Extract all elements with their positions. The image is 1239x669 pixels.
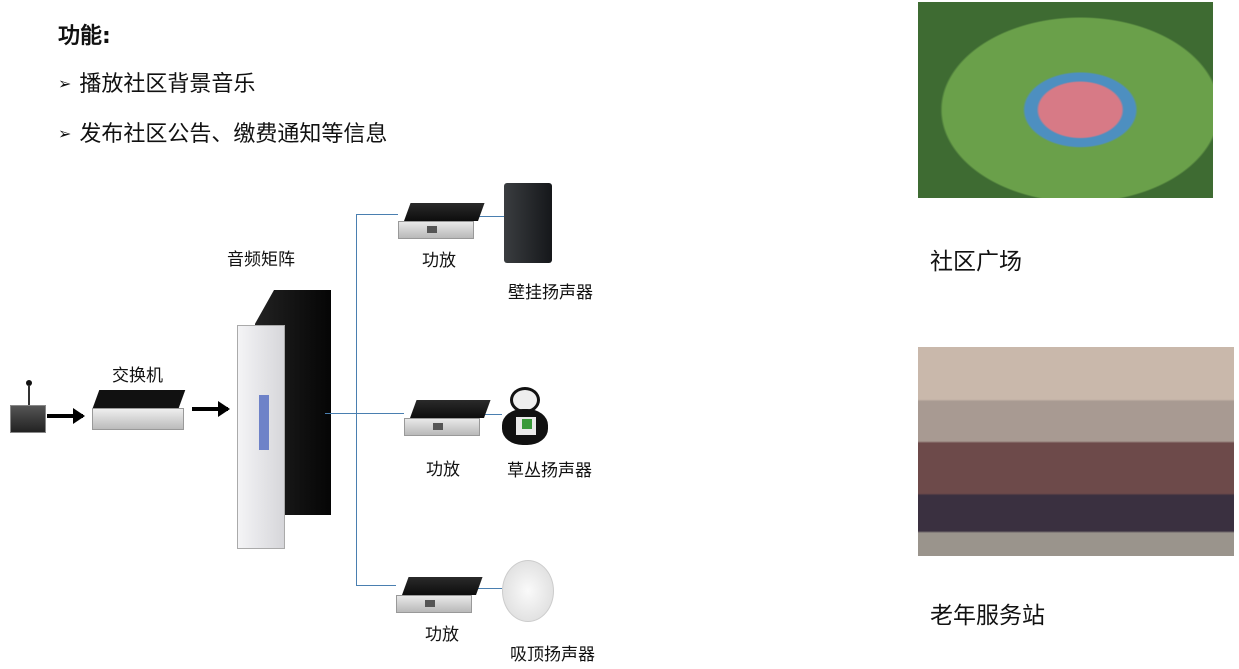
- speaker-label: 草丛扬声器: [507, 461, 592, 481]
- audio-matrix-device: [237, 290, 332, 550]
- senior-service-station-photo: [918, 347, 1234, 556]
- speaker-label: 吸顶扬声器: [510, 645, 595, 665]
- connector-line: [356, 585, 396, 586]
- community-square-photo: [918, 2, 1213, 198]
- switch-label: 交换机: [112, 366, 163, 386]
- connector-line: [472, 216, 504, 217]
- matrix-label: 音频矩阵: [227, 250, 295, 270]
- wall-speaker-icon: [504, 183, 552, 263]
- connector-line: [325, 413, 356, 414]
- bullet-item: ➢ 发布社区公告、缴费通知等信息: [58, 116, 387, 148]
- amplifier-device: [396, 577, 483, 613]
- paging-microphone-icon: [8, 380, 48, 436]
- ceiling-speaker-icon: [502, 560, 554, 622]
- arrow-icon: [192, 401, 230, 417]
- panda-lawn-speaker-icon: [500, 387, 550, 447]
- photo-caption: 老年服务站: [930, 603, 1045, 629]
- connector-line: [356, 413, 404, 414]
- connector-line: [356, 214, 357, 586]
- connector-line: [478, 414, 502, 415]
- amp-label: 功放: [425, 625, 459, 645]
- amplifier-device: [404, 400, 491, 436]
- speaker-label: 壁挂扬声器: [508, 283, 593, 303]
- connector-line: [470, 588, 502, 589]
- amp-label: 功放: [422, 251, 456, 271]
- switch-device: [90, 390, 186, 432]
- arrow-bullet-icon: ➢: [58, 124, 72, 143]
- amp-label: 功放: [426, 460, 460, 480]
- bullet-text: 播放社区背景音乐: [79, 72, 256, 97]
- photo-caption: 社区广场: [930, 249, 1022, 275]
- amplifier-device: [398, 203, 485, 239]
- arrow-icon: [47, 408, 85, 424]
- arrow-bullet-icon: ➢: [58, 74, 72, 93]
- heading: 功能:: [58, 24, 111, 49]
- bullet-item: ➢ 播放社区背景音乐: [58, 66, 255, 98]
- connector-line: [356, 214, 398, 215]
- bullet-text: 发布社区公告、缴费通知等信息: [79, 122, 388, 147]
